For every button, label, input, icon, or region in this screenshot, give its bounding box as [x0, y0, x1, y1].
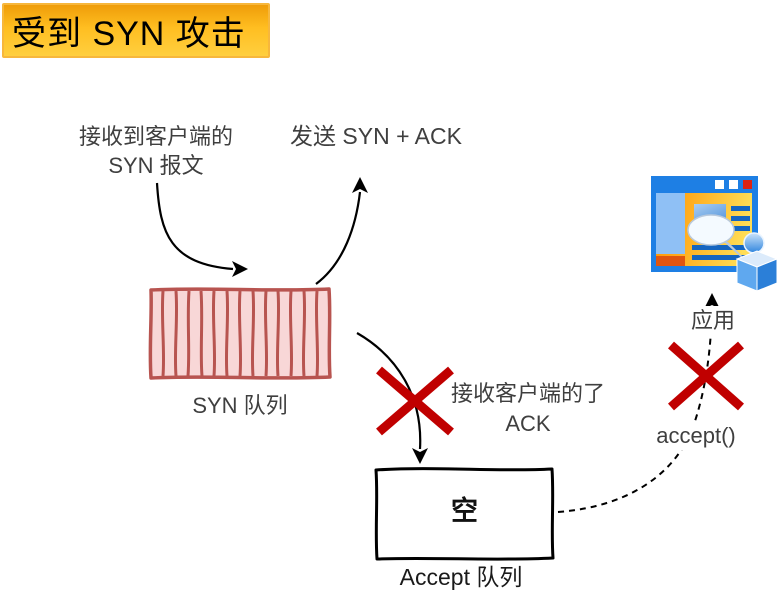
arrow-queue-to-accept [356, 332, 428, 464]
user-cube-icon [735, 232, 779, 292]
cross-accept-blocked-icon [668, 341, 744, 411]
cross-ack-blocked-icon [376, 366, 454, 436]
title-banner: 受到 SYN 攻击 [2, 3, 270, 58]
label-application: 应用 [686, 306, 740, 335]
label-receive-ack: 接收客户端的了 ACK [450, 381, 605, 436]
arrow-syn-to-queue [155, 182, 248, 277]
label-send-syn-ack: 发送 SYN + ACK [290, 123, 462, 149]
accept-queue-empty-text: 空 [451, 496, 478, 526]
title-text: 受到 SYN 攻击 [12, 15, 246, 53]
arrow-send-synack [315, 177, 368, 285]
label-syn-queue: SYN 队列 [192, 393, 288, 418]
accept-queue-box [374, 467, 555, 561]
speech-bubble-icon [687, 214, 745, 260]
app-window-icon [651, 176, 779, 292]
app-text-lines [692, 206, 750, 260]
label-accept-call: accept() [645, 421, 747, 450]
label-receive-syn: 接收到客户端的 SYN 报文 [78, 124, 233, 178]
syn-queue-stripes [160, 290, 320, 377]
label-accept-queue: Accept 队列 [399, 564, 523, 590]
syn-queue-box [148, 287, 332, 380]
